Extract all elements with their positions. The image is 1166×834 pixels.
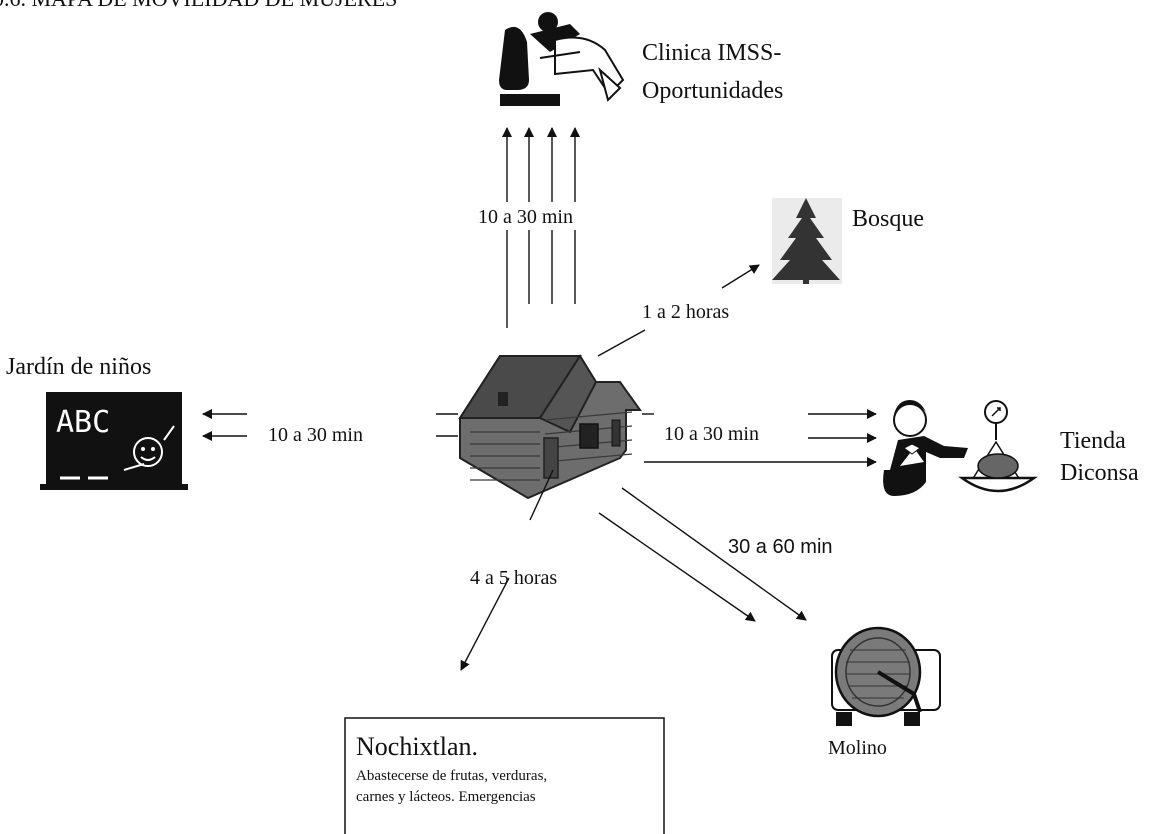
clinic-time-bg: [476, 202, 604, 230]
pine-tree-icon: [772, 198, 842, 284]
store-label-line2: Diconsa: [1060, 460, 1139, 486]
mill-time-label: 30 a 60 min: [728, 536, 833, 558]
shopkeeper-scale-icon: [883, 400, 1038, 496]
chalkboard-abc-icon: ABC: [40, 392, 188, 490]
clinic-label-line1: Clinica IMSS-: [642, 40, 781, 66]
kinder-arrows: [202, 409, 458, 441]
store-arrows: [642, 409, 877, 467]
mill-label: Molino: [828, 737, 887, 759]
town-desc-line1: Abastecerse de frutas, verduras,: [356, 768, 547, 784]
doctor-writing-icon: [499, 12, 625, 106]
town-title: Nochixtlan.: [356, 732, 478, 761]
forest-label: Bosque: [852, 206, 924, 232]
town-time-label: 4 a 5 horas: [470, 567, 557, 589]
grinding-mill-icon: [831, 626, 941, 726]
clinic-time-label: 10 a 30 min: [478, 206, 573, 228]
store-time-label: 10 a 30 min: [664, 423, 759, 445]
store-label-line1: Tienda: [1060, 428, 1126, 454]
mill-arrows: [598, 487, 807, 622]
kinder-time-label: 10 a 30 min: [268, 424, 363, 446]
forest-arrow: [597, 264, 760, 357]
forest-time-label: 1 a 2 horas: [642, 301, 729, 323]
chalkboard-text: ABC: [56, 405, 110, 440]
town-arrow: [460, 469, 554, 671]
house-icon: [458, 354, 642, 500]
kinder-label: Jardín de niños: [6, 354, 151, 380]
town-box: Nochixtlan. Abastecerse de frutas, verdu…: [344, 717, 665, 834]
page-heading: 10.6. MAPA DE MOVILIDAD DE MUJERES: [0, 0, 397, 11]
clinic-label-line2: Oportunidades: [642, 78, 783, 104]
town-desc-line2: carnes y lácteos. Emergencias: [356, 789, 536, 805]
